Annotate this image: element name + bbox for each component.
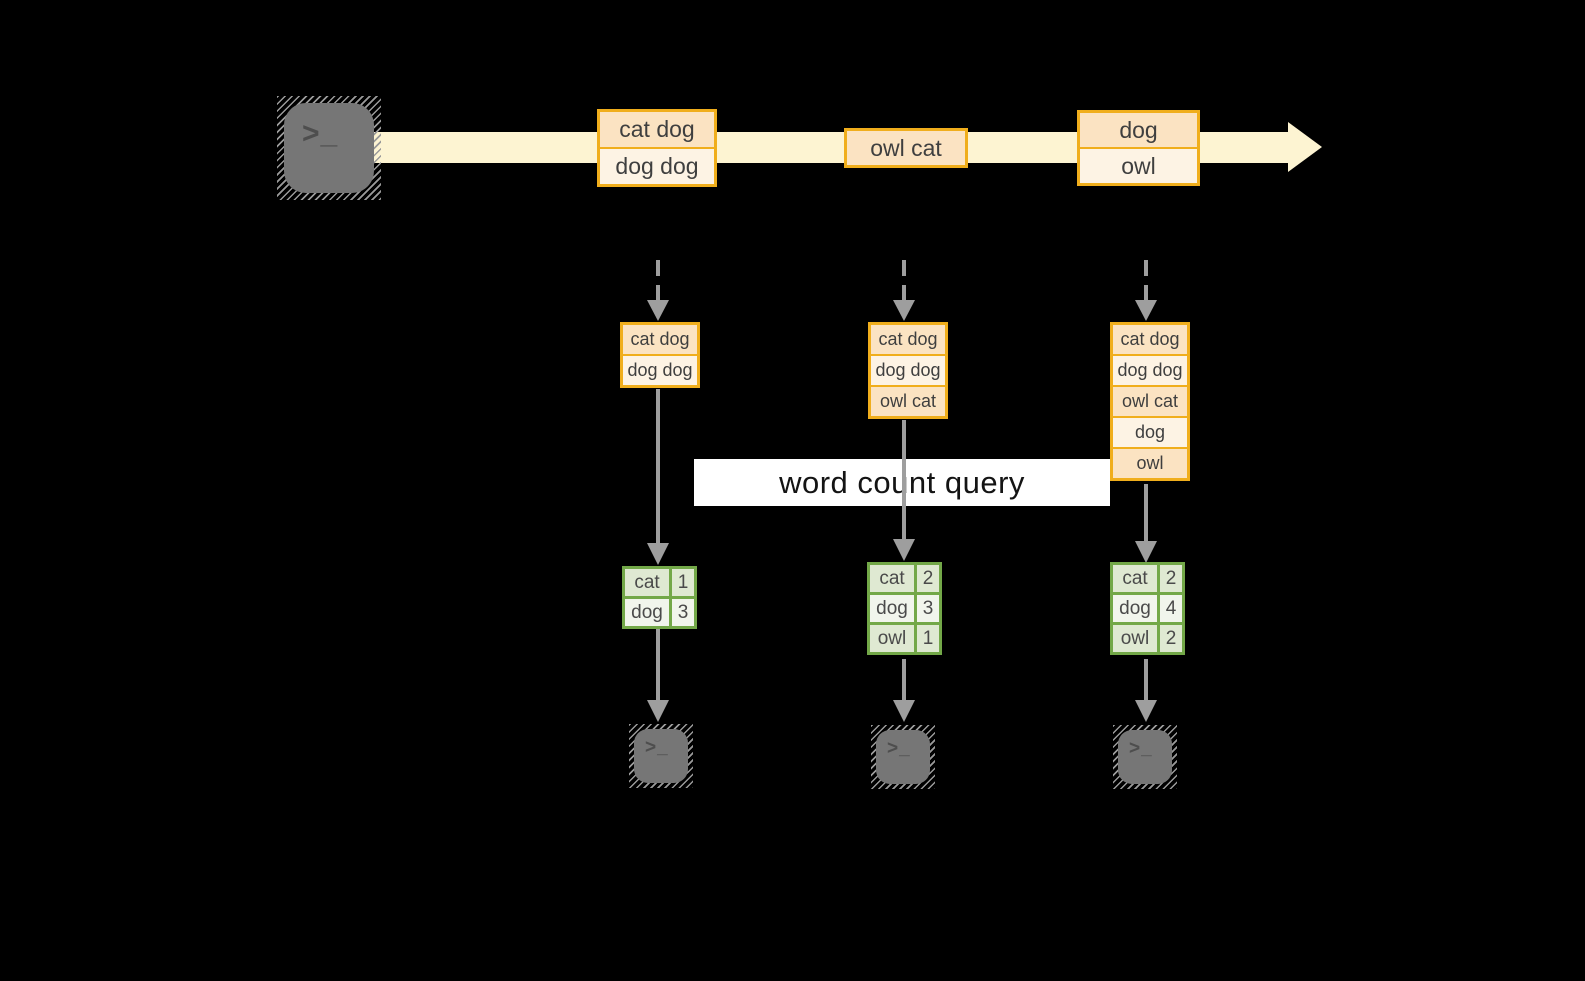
count-cell: 2: [917, 565, 939, 592]
count-cell: 1: [917, 625, 939, 652]
event-line: dog dog: [600, 149, 714, 184]
word-cell: dog: [1113, 595, 1157, 622]
sink-terminal-icon-2: >_: [871, 725, 935, 789]
stream-event-2: owl cat: [844, 128, 968, 168]
count-cell: 2: [1160, 625, 1182, 652]
stream-to-buffer-arrow-3: [1135, 260, 1157, 321]
buffer-stack-1: cat dog dog dog: [620, 322, 700, 388]
terminal-prompt-icon: >_: [645, 737, 669, 758]
word-cell: dog: [870, 595, 914, 622]
buffer-to-counts-arrow-3: [1135, 484, 1157, 563]
terminal-screen: >_: [876, 730, 930, 784]
counts-to-sink-arrow-3: [1135, 659, 1157, 722]
word-cell: cat: [1113, 565, 1157, 592]
event-line: owl cat: [847, 131, 965, 165]
word-cell: cat: [870, 565, 914, 592]
terminal-screen: >_: [634, 729, 688, 783]
query-label: word count query: [779, 464, 1025, 500]
count-cell: 3: [917, 595, 939, 622]
counts-to-sink-arrow-2: [893, 659, 915, 722]
buffer-line: dog dog: [1113, 356, 1187, 385]
buffer-line: owl cat: [1113, 387, 1187, 416]
terminal-prompt-icon: >_: [1129, 738, 1153, 759]
counts-to-sink-arrow-1: [647, 629, 669, 722]
buffer-line: dog: [1113, 418, 1187, 447]
terminal-screen: >_: [1118, 730, 1172, 784]
count-cell: 3: [672, 599, 694, 626]
buffer-stack-3: cat dog dog dog owl cat dog owl: [1110, 322, 1190, 481]
stream-event-3: dog owl: [1077, 110, 1200, 186]
sink-terminal-icon-1: >_: [629, 724, 693, 788]
buffer-line: owl cat: [871, 387, 945, 416]
count-table-1: cat 1 dog 3: [622, 566, 697, 629]
buffer-line: dog dog: [871, 356, 945, 385]
buffer-line: cat dog: [1113, 325, 1187, 354]
count-table-2: cat 2 dog 3 owl 1: [867, 562, 942, 655]
count-table-3: cat 2 dog 4 owl 2: [1110, 562, 1185, 655]
buffer-line: cat dog: [871, 325, 945, 354]
buffer-to-counts-arrow-2: [893, 420, 915, 561]
event-line: dog: [1080, 113, 1197, 147]
stream-to-buffer-arrow-2: [893, 260, 915, 321]
word-cell: owl: [1113, 625, 1157, 652]
word-cell: cat: [625, 569, 669, 596]
terminal-screen: >_: [284, 103, 374, 193]
terminal-prompt-icon: >_: [302, 117, 339, 150]
count-cell: 2: [1160, 565, 1182, 592]
buffer-stack-2: cat dog dog dog owl cat: [868, 322, 948, 419]
count-cell: 1: [672, 569, 694, 596]
event-line: owl: [1080, 149, 1197, 183]
stream-event-1: cat dog dog dog: [597, 109, 717, 187]
word-cell: dog: [625, 599, 669, 626]
terminal-prompt-icon: >_: [887, 738, 911, 759]
buffer-line: owl: [1113, 449, 1187, 478]
event-line: cat dog: [600, 112, 714, 147]
source-terminal-icon: >_: [277, 96, 381, 200]
stream-arrowhead-icon: [1288, 122, 1322, 172]
buffer-line: dog dog: [623, 356, 697, 385]
buffer-line: cat dog: [623, 325, 697, 354]
word-cell: owl: [870, 625, 914, 652]
count-cell: 4: [1160, 595, 1182, 622]
sink-terminal-icon-3: >_: [1113, 725, 1177, 789]
buffer-to-counts-arrow-1: [647, 389, 669, 565]
stream-to-buffer-arrow-1: [647, 260, 669, 321]
